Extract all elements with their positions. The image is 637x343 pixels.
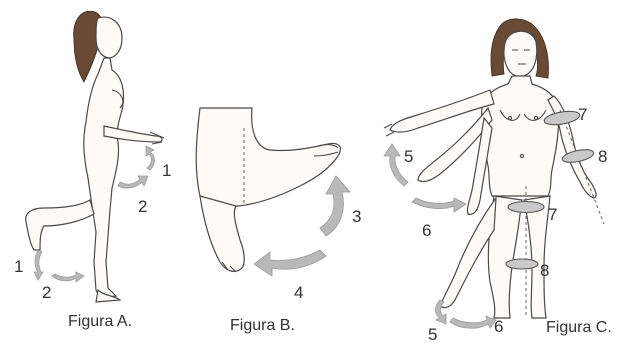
arrow-6-upper [412, 198, 466, 212]
label-1-lower: 1 [14, 257, 23, 276]
figure-a-standing-woman [26, 11, 164, 302]
label-2-lower: 2 [42, 283, 51, 302]
arrow-1-lower [34, 250, 43, 280]
caption-figura-c: Figura C. [546, 319, 612, 336]
arrow-2-lower [52, 272, 84, 282]
caption-figura-b: Figura B. [230, 317, 295, 334]
figure-b-foot [196, 108, 350, 276]
arrow-3 [320, 176, 350, 236]
arrow-4 [254, 250, 326, 276]
label-8-upper: 8 [598, 147, 607, 166]
arrow-1-upper [146, 146, 155, 170]
figure-c-frontal-woman [384, 19, 604, 328]
label-5-lower: 5 [428, 325, 437, 343]
label-7-lower: 7 [548, 205, 557, 224]
label-3: 3 [352, 207, 361, 226]
label-6-lower: 6 [494, 317, 503, 336]
band-7-lower [508, 202, 544, 213]
band-8-lower [506, 259, 538, 269]
label-8-lower: 8 [540, 261, 549, 280]
label-6-upper: 6 [422, 221, 431, 240]
label-2-upper: 2 [138, 197, 147, 216]
arrow-2-upper [118, 176, 148, 188]
caption-figura-a: Figura A. [68, 313, 132, 330]
label-5-upper: 5 [404, 147, 413, 166]
label-7-upper: 7 [578, 105, 587, 124]
arrow-6-lower [450, 316, 496, 328]
label-1-upper: 1 [162, 161, 171, 180]
label-4: 4 [294, 283, 303, 302]
